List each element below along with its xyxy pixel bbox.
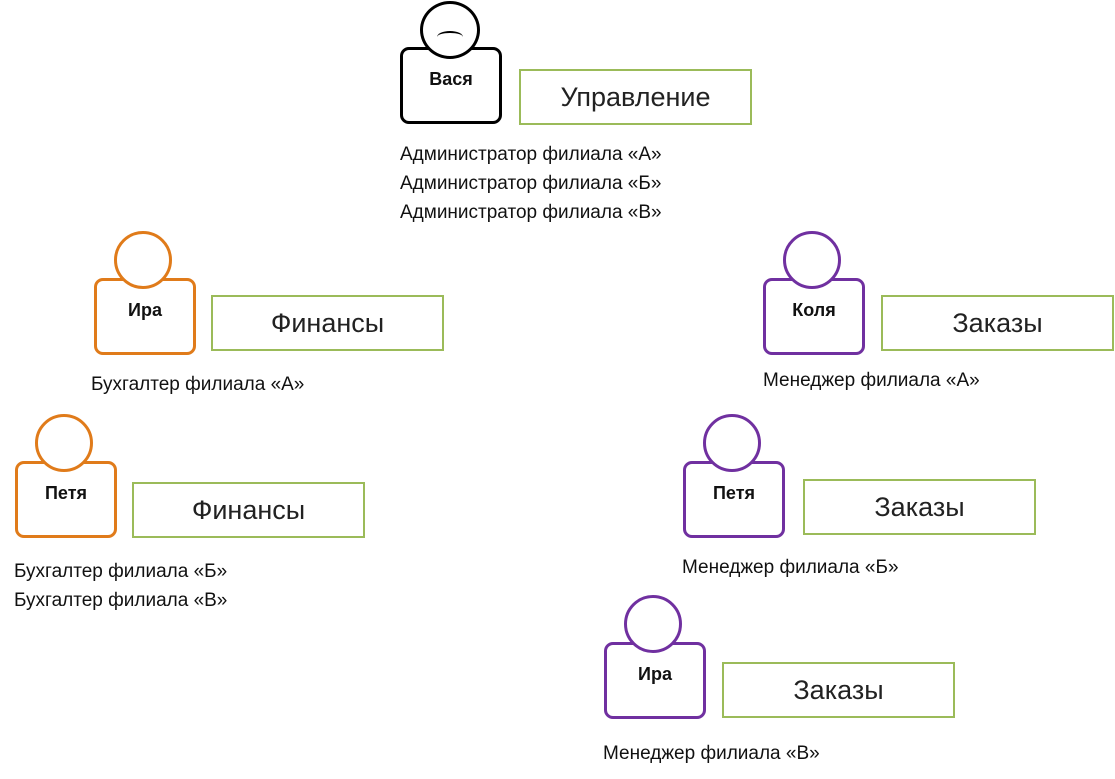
person-head-icon (35, 414, 93, 472)
caption-petya-orders: Менеджер филиала «Б» (682, 553, 899, 582)
person-vasya: Вася (400, 0, 502, 126)
person-name: Петя (44, 483, 88, 503)
person-petya-orders: Петя (683, 414, 785, 540)
person-head-icon (783, 231, 841, 289)
caption-line: Администратор филиала «В» (400, 202, 662, 223)
person-body: Ира (94, 278, 196, 355)
person-name: Коля (792, 300, 836, 320)
person-ira-finance: Ира (94, 231, 196, 357)
person-head-icon (624, 595, 682, 653)
caption-ira-orders: Менеджер филиала «В» (603, 739, 820, 768)
person-head-icon (703, 414, 761, 472)
person-petya-finance: Петя (15, 414, 117, 540)
caption-line: Бухгалтер филиала «В» (14, 590, 228, 611)
caption-ira-finance: Бухгалтер филиала «А» (91, 370, 304, 399)
caption-line: Менеджер филиала «Б» (682, 557, 899, 578)
role-box-finance: Финансы (211, 295, 444, 351)
caption-line: Бухгалтер филиала «А» (91, 374, 305, 395)
caption-vasya: Администратор филиала «А» Администратор … (400, 140, 662, 227)
caption-line: Администратор филиала «Б» (400, 173, 662, 194)
person-name: Ира (638, 664, 672, 684)
person-body: Коля (763, 278, 865, 355)
person-head-icon (114, 231, 172, 289)
person-ira-orders: Ира (604, 595, 706, 721)
role-box-finance: Финансы (132, 482, 365, 538)
caption-line: Бухгалтер филиала «Б» (14, 561, 228, 582)
role-box-orders: Заказы (881, 295, 1114, 351)
person-body: Петя (15, 461, 117, 538)
person-name: Ира (128, 300, 162, 320)
caption-line: Администратор филиала «А» (400, 144, 662, 165)
person-name: Петя (712, 483, 756, 503)
caption-line: Менеджер филиала «В» (603, 743, 820, 764)
caption-kolya-orders: Менеджер филиала «А» (763, 366, 980, 395)
person-name: Вася (429, 69, 473, 89)
person-head-icon (420, 1, 480, 59)
person-body: Вася (400, 47, 502, 124)
role-box-management: Управление (519, 69, 752, 125)
caption-petya-finance: Бухгалтер филиала «Б» Бухгалтер филиала … (14, 557, 227, 615)
person-body: Петя (683, 461, 785, 538)
caption-line: Менеджер филиала «А» (763, 370, 980, 391)
person-body: Ира (604, 642, 706, 719)
frown-icon (437, 31, 463, 43)
person-kolya-orders: Коля (763, 231, 865, 357)
role-box-orders: Заказы (803, 479, 1036, 535)
role-box-orders: Заказы (722, 662, 955, 718)
